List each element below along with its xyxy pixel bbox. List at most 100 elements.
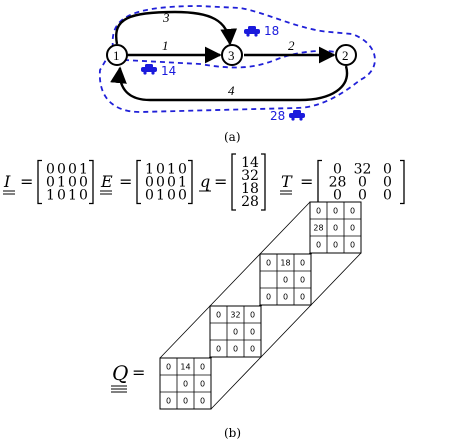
tensor-edge (159, 201, 311, 359)
tensor-equals: = (132, 363, 145, 382)
node-1: 1 (106, 44, 128, 66)
tensor-slice: 0 0 0 28 0 0 0 0 0 (309, 201, 362, 254)
tensor-cell-value: 0 (333, 224, 338, 233)
matrix-q-entry: 32 (241, 168, 259, 184)
edge-4-line (110, 65, 349, 102)
tensor-cell-value: 0 (183, 380, 188, 389)
tensor-cell-value: 0 (233, 328, 238, 337)
car-18: 18 (244, 24, 279, 38)
matrix-I-entry: 1 (79, 162, 88, 178)
matrix-T-entry: 0 (333, 188, 342, 204)
matrix-E-entry: 0 (156, 175, 165, 191)
car-14-label: 14 (161, 64, 176, 78)
matrix-I-entry: 0 (57, 162, 66, 178)
matrix-E-entry: 1 (178, 175, 187, 191)
tensor-edge (210, 252, 362, 410)
tensor-cell-value: 0 (183, 397, 188, 406)
matrix-t-name: T (281, 172, 293, 191)
matrix-T-entry: 28 (329, 175, 347, 191)
matrix-i-equals: = (20, 172, 33, 191)
matrix-q-equals: = (214, 172, 227, 191)
tensor-cell-value: 0 (216, 345, 221, 354)
car-18-label: 18 (264, 24, 279, 38)
matrix-E-entry: 1 (167, 162, 176, 178)
caption-a: (a) (224, 130, 241, 144)
tensor-cell-value: 0 (166, 363, 171, 372)
matrix-I-entry: 1 (68, 188, 77, 204)
tensor-cell-value: 0 (200, 363, 205, 372)
tensor-cell-value: 0 (350, 241, 355, 250)
matrix-I-entry: 1 (46, 188, 55, 204)
matrix-I-entry: 0 (68, 175, 77, 191)
matrix-T-entry: 0 (358, 175, 367, 191)
matrix-q-entry: 18 (241, 181, 259, 197)
matrix-I-entry: 0 (46, 175, 55, 191)
edge-3-label: 3 (162, 10, 170, 25)
tensor-cell-value: 28 (313, 224, 323, 233)
tensor-cell-value: 0 (316, 207, 321, 216)
tensor-cell-value: 32 (230, 311, 240, 320)
matrix-I-entry: 0 (46, 162, 55, 178)
matrix-I-entry: 0 (57, 188, 66, 204)
matrix-T-entry: 0 (383, 175, 392, 191)
tensor-cell-value: 0 (166, 397, 171, 406)
edge-2-label: 2 (288, 38, 295, 53)
matrix-q-entry: 14 (241, 155, 259, 171)
matrix-e-equals: = (119, 172, 132, 191)
tensor-cell-value: 0 (283, 293, 288, 302)
tensor-cell-value: 0 (200, 397, 205, 406)
tensor-cell-value: 0 (216, 311, 221, 320)
tensor-cell-value: 0 (333, 241, 338, 250)
tensor-cell-value: 0 (300, 276, 305, 285)
tensor-cell-value: 0 (250, 345, 255, 354)
tensor-cell-value: 0 (350, 224, 355, 233)
car-28-label: 28 (270, 109, 285, 123)
tensor-cell-value: 0 (250, 311, 255, 320)
matrix-e-name: E (100, 172, 113, 191)
car-icon (289, 110, 305, 121)
tensor-cell-value: 0 (350, 207, 355, 216)
vehicle-route-dashed (99, 5, 376, 113)
matrix-E-entry: 0 (178, 162, 187, 178)
matrix-t-equals: = (300, 172, 313, 191)
node-3-label: 3 (228, 48, 235, 63)
caption-b: (b) (224, 426, 241, 440)
tensor-cell-value: 0 (233, 345, 238, 354)
matrix-i-name: I (3, 172, 11, 191)
matrix-E-entry: 1 (156, 188, 165, 204)
matrix-E-entry: 0 (145, 175, 154, 191)
car-14: 14 (141, 64, 176, 78)
edge-3-line (114, 10, 238, 46)
matrix-q-name: q (200, 172, 210, 191)
tensor-cell-value: 14 (180, 363, 190, 372)
matrix-q-entry: 28 (241, 194, 259, 210)
matrix-E-entry: 0 (145, 188, 154, 204)
tensor-cell-value: 0 (250, 328, 255, 337)
matrix-T-entry: 0 (383, 162, 392, 178)
tensor-cell-value: 0 (333, 207, 338, 216)
tensor-cell-value: 0 (316, 241, 321, 250)
edge-1-label: 1 (162, 38, 169, 53)
matrix-I-entry: 0 (79, 175, 88, 191)
matrix-E-entry: 0 (156, 162, 165, 178)
matrix-I-entry: 1 (57, 175, 66, 191)
tensor-name: Q (112, 361, 128, 385)
tensor-cell-value: 0 (266, 259, 271, 268)
matrix-E-entry: 0 (167, 188, 176, 204)
node-1-label: 1 (113, 48, 120, 63)
tensor-cell-value: 0 (283, 276, 288, 285)
tensor-cell-value: 0 (300, 293, 305, 302)
tensor-slice: 0 32 0 0 0 0 0 0 (209, 305, 262, 358)
car-28: 28 (270, 109, 305, 123)
car-icon (141, 64, 157, 75)
tensor-cell-value: 18 (280, 259, 290, 268)
node-3: 3 (221, 44, 243, 66)
matrix-T-entry: 32 (354, 162, 372, 178)
node-2-label: 2 (342, 48, 349, 63)
edge-4-label: 4 (228, 83, 235, 98)
matrix-E-entry: 0 (167, 175, 176, 191)
